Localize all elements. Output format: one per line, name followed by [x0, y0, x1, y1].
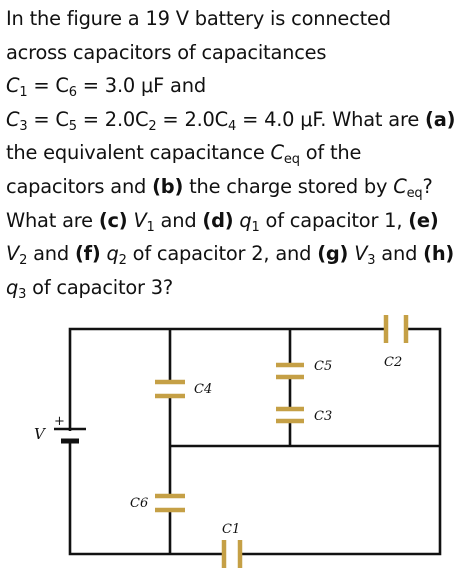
circuit-wires	[68, 327, 442, 556]
battery	[54, 427, 86, 444]
question-line-4: C3 = C5 = 2.0C2 = 2.0C4 = 4.0 μF. What a…	[6, 107, 456, 134]
outer-loop-wire	[68, 327, 442, 556]
question-line-2: across capacitors of capacitances	[6, 40, 327, 64]
question-line-6: capacitors and (b) the charge stored by …	[6, 174, 433, 201]
question-line-8: V2 and (f) q2 of capacitor 2, and (g) V3…	[6, 242, 455, 269]
label-c5: C5	[314, 359, 332, 374]
circuit-labels: V + C2 C5 C3 C4 C6 C1	[34, 355, 402, 537]
battery-plus-sign: +	[54, 414, 65, 429]
battery-voltage-label: V	[34, 425, 47, 443]
capacitor-c3	[276, 406, 304, 424]
question-line-1: In the figure a 19 V battery is connecte…	[6, 7, 391, 30]
question-line-9: q3 of capacitor 3?	[6, 275, 174, 302]
label-c1: C1	[222, 522, 240, 537]
label-c2: C2	[384, 355, 402, 370]
capacitor-c2	[383, 315, 409, 343]
capacitor-c6	[155, 493, 185, 513]
capacitor-c5	[276, 362, 304, 380]
capacitor-masks	[66, 325, 403, 558]
capacitor-c1	[221, 540, 243, 568]
question-line-3: C1 = C6 = 3.0 μF and	[6, 74, 206, 101]
capacitor-c4	[155, 379, 185, 399]
label-c6: C6	[130, 496, 148, 511]
label-c3: C3	[314, 409, 332, 424]
question-line-7: What are (c) V1 and (d) q1 of capacitor …	[6, 208, 439, 235]
label-c4: C4	[194, 382, 212, 397]
question-text: In the figure a 19 V battery is connecte…	[6, 2, 472, 304]
circuit-diagram: V + C2 C5 C3 C4 C6 C1	[34, 315, 442, 568]
question-line-5: the equivalent capacitance Ceq of the	[6, 141, 362, 168]
